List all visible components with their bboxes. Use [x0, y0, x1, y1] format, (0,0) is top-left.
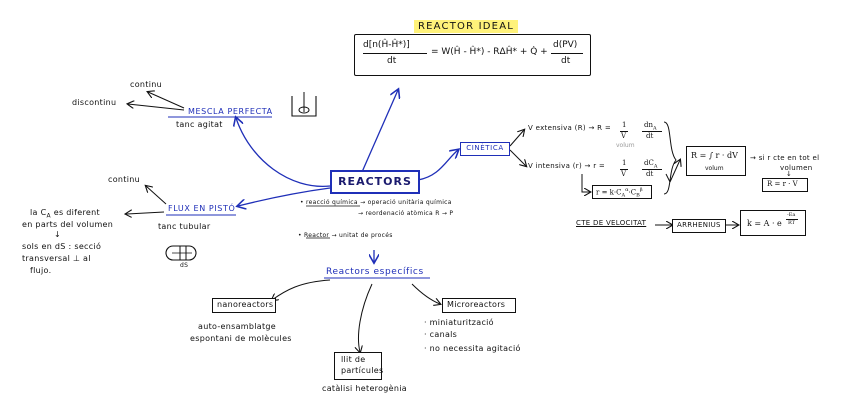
eq-lhs-den: dt: [387, 56, 397, 66]
line-to-mescla: [236, 118, 331, 187]
k-exp-n: -Ea: [787, 212, 796, 218]
note-reordenacio: → reordenació atòmica R → P: [358, 210, 454, 217]
llit-line1: llit de: [341, 355, 366, 364]
v-int-frac-d: V: [621, 170, 627, 178]
note-reaccio: • reacció química → operació unitària qu…: [300, 199, 452, 206]
v-int-dc-n: dCA: [644, 159, 658, 170]
r-eq: R = r · V: [767, 180, 798, 188]
line-to-cinetica: [417, 150, 458, 181]
micro-bullet-3: · no necessita agitació: [424, 344, 521, 353]
flux-arrow-down: ↓: [54, 230, 62, 239]
nano-label: nanoreactors: [217, 300, 274, 309]
k-exp-d: RT: [788, 220, 796, 226]
line-to-ideal: [361, 90, 398, 173]
homog-arrow: ↓: [786, 170, 793, 178]
cinetica-label: CINÈTICA: [466, 144, 504, 152]
mescla-tanc: tanc agitat: [176, 120, 223, 129]
llit-box: llit de partícules: [334, 352, 384, 380]
title-reactor-ideal: REACTOR IDEAL: [414, 20, 519, 33]
v-ext-frac-n: 1: [622, 121, 627, 129]
center-node: REACTORS: [330, 170, 420, 194]
micro-bullet-2: · canals: [424, 330, 458, 339]
mescla-continu: continu: [130, 80, 162, 89]
r-eq-box: R = r · V: [762, 178, 808, 192]
arrhenius-label: ARRHENIUS: [677, 221, 721, 229]
flux-ds-label: dS: [180, 262, 189, 269]
mescla-discontinu: discontinu: [72, 98, 117, 107]
rate-law: r = k·CAα·CBβ: [596, 187, 643, 199]
eq-rhs-frac-den: dt: [561, 56, 571, 66]
v-intensiva: V intensiva (r) → r =: [528, 162, 606, 170]
micro-bullet-1: · miniaturització: [424, 318, 494, 327]
micro-label: Microreactors: [447, 300, 506, 309]
nano-desc-1: auto-ensamblatge: [198, 322, 277, 331]
rate-law-box: r = k·CAα·CBβ: [592, 185, 652, 199]
micro-box: Microreactors: [442, 298, 516, 313]
especifics-label: Reactors específics: [326, 267, 424, 277]
r-integral-box: R = ∫ r · dV volum: [686, 146, 746, 176]
k-eq: k = A · e: [747, 219, 782, 228]
nano-desc-2: espontani de molècules: [190, 334, 292, 343]
homog-line2: volumen: [780, 164, 813, 172]
eq-rhs-frac-num: d(PV): [553, 40, 578, 50]
cinetica-node: CINÈTICA: [460, 142, 510, 156]
eq-lhs-num: d[n(Ĥ-Ĥ*)]: [363, 40, 410, 50]
v-int-frac-n: 1: [622, 159, 627, 167]
flux-c-diff-line2: en parts del volumen: [22, 220, 114, 229]
homog-line1: → si r cte en tot el: [750, 154, 820, 162]
llit-line2: partícules: [341, 366, 384, 375]
flux-continu: continu: [108, 175, 140, 184]
llit-desc: catàlisi heterogènia: [322, 384, 407, 393]
line-to-flux: [238, 187, 331, 206]
v-ext-dn-n: dnA: [644, 121, 657, 132]
v-int-dc-d: dt: [646, 170, 654, 178]
v-ext-dn-d: dt: [646, 132, 654, 140]
center-label: REACTORS: [338, 175, 412, 188]
nano-box: nanoreactors: [212, 298, 276, 313]
mescla-perfecta-label: MESCLA PERFECTA: [188, 107, 273, 116]
eq-rhs-main: = W(Ĥ - Ĥ*) - RΔĤ* + Q̇ +: [431, 47, 548, 57]
v-extensiva: V extensiva (R) → R =: [528, 124, 611, 132]
flux-en-pisto-label: FLUX EN PISTÓ: [168, 204, 236, 213]
agitated-tank-icon: [291, 92, 317, 117]
flux-ds-line3: flujo.: [30, 266, 52, 275]
arrhenius-box: ARRHENIUS: [672, 219, 726, 233]
flux-c-diff-line1: la CA es diferent: [30, 208, 100, 220]
volum-label: volum: [705, 165, 724, 172]
tubular-reactor-icon: [165, 245, 197, 261]
cte-velocitat: CTE DE VELOCITAT: [576, 219, 647, 227]
v-ext-frac-d: V: [621, 132, 627, 140]
flux-tanc: tanc tubular: [158, 222, 211, 231]
r-integral: R = ∫ r · dV: [691, 151, 738, 160]
k-eq-box: k = A · e -Ea RT: [740, 210, 806, 236]
flux-ds-line2: transversal ⊥ al: [22, 254, 91, 263]
ideal-equation-box: d[n(Ĥ-Ĥ*)] dt = W(Ĥ - Ĥ*) - RΔĤ* + Q̇ + …: [354, 34, 591, 76]
flux-ds-line1: sols en dS : secció: [22, 242, 102, 251]
note-reactor: • Reactor → unitat de procés: [298, 232, 393, 239]
volum-note: volum: [616, 142, 635, 149]
